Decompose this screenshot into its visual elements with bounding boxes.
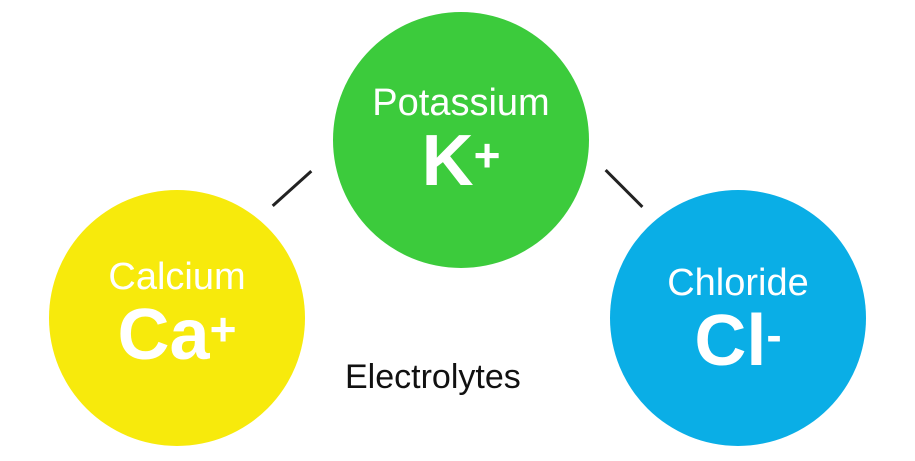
node-name: Calcium <box>108 256 246 298</box>
potassium-circle: Potassium K+ <box>333 12 589 268</box>
node-symbol: K+ <box>421 121 501 201</box>
calcium-circle: Calcium Ca+ <box>49 190 305 446</box>
node-name: Chloride <box>667 262 809 304</box>
node-symbol: Ca+ <box>117 295 237 375</box>
chloride-circle: Chloride Cl- <box>610 190 866 446</box>
connector-right <box>604 169 644 208</box>
node-name: Potassium <box>372 82 550 124</box>
diagram-title: Electrolytes <box>345 358 521 396</box>
node-symbol: Cl- <box>694 301 782 381</box>
connector-left <box>271 169 313 208</box>
